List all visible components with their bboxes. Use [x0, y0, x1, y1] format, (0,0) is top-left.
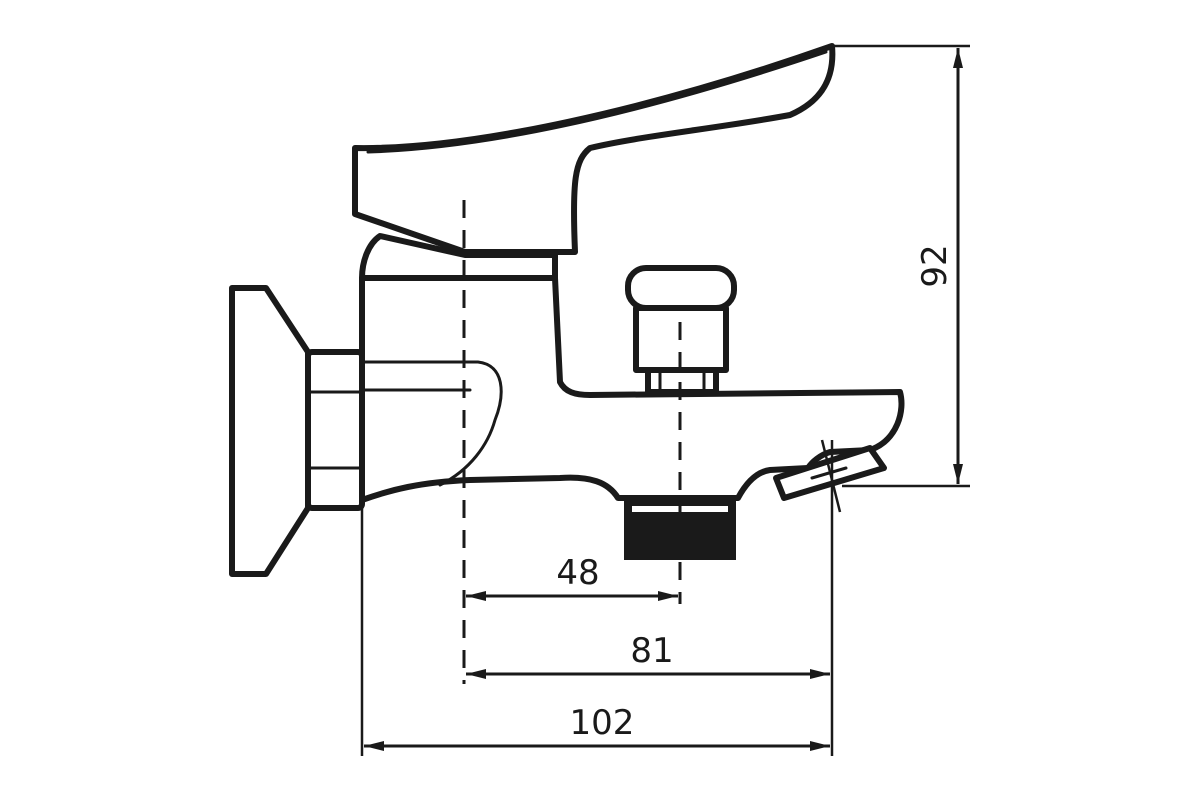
dimension-height: 92 [915, 48, 963, 484]
dimension-102: 102 [364, 703, 830, 751]
dimension-81: 81 [466, 631, 830, 679]
dimension-102-label: 102 [570, 703, 635, 743]
dimension-48: 48 [466, 553, 678, 601]
lever-handle [352, 43, 836, 255]
extension-lines [360, 44, 970, 756]
mixer-body [359, 233, 905, 503]
dimension-height-label: 92 [915, 244, 955, 287]
dimension-48-label: 48 [556, 553, 599, 593]
dimension-81-label: 81 [630, 631, 673, 671]
hex-nut [305, 349, 365, 511]
wall-flange [229, 285, 311, 577]
center-lines [462, 200, 682, 684]
